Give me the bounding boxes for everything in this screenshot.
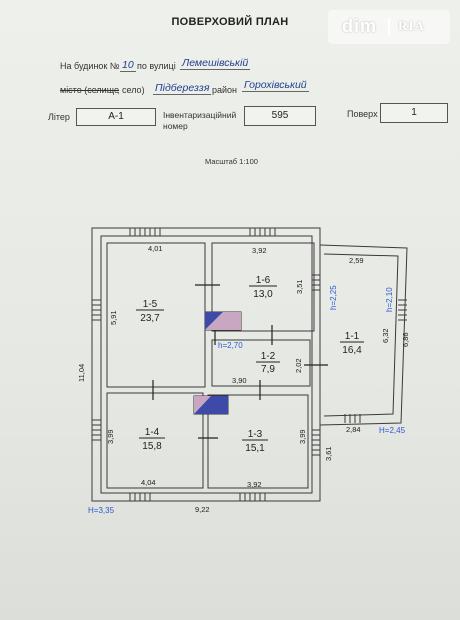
inventory-label-2: номер (163, 121, 188, 131)
settlement-label-struck: місто (селище (60, 85, 120, 95)
floor-field: 1 (380, 103, 448, 123)
window-markers (92, 228, 407, 501)
floor-value: 1 (411, 107, 417, 118)
watermark: dim RIA (328, 10, 450, 44)
room-area-1-3: 15,1 (245, 443, 265, 454)
room-area-1-1: 16,4 (342, 345, 362, 356)
room-id-1-2: 1-2 (261, 351, 276, 362)
room-id-1-6: 1-6 (256, 275, 271, 286)
room-area-1-5: 23,7 (140, 313, 160, 324)
dim-2-02: 2,02 (294, 358, 303, 373)
room-outline-1-6 (211, 242, 315, 332)
settlement-name: Підбереззя (153, 82, 212, 95)
dim-4-01: 4,01 (148, 244, 163, 253)
street-name: Лемешівській (180, 57, 251, 70)
room-outline-1-2 (211, 339, 311, 387)
inner-wall-outline (100, 235, 313, 494)
room-outline-1-4 (106, 392, 204, 489)
watermark-divider (388, 18, 390, 36)
dim-3-61: 3,61 (324, 446, 333, 461)
room-outline-1-3 (207, 394, 309, 489)
height-3-35: H=3,35 (88, 506, 115, 515)
dim-2-59: 2,59 (349, 256, 364, 265)
dim-4-04: 4,04 (141, 478, 156, 487)
house-label: На будинок № (60, 61, 120, 71)
dim-3-99-right: 3,99 (298, 429, 307, 444)
liter-label: Літер (48, 112, 70, 122)
watermark-brand-left: dim (342, 16, 378, 36)
room-area-1-6: 13,0 (253, 289, 273, 300)
district-label: район (212, 85, 238, 95)
annex-inner-wall (323, 253, 399, 417)
height-2-10: h=2,10 (385, 287, 394, 312)
room-id-1-1: 1-1 (345, 331, 360, 342)
dim-11-04: 11,04 (77, 364, 86, 382)
dim-6-32: 6,32 (381, 328, 390, 343)
height-2-25: h=2,25 (329, 285, 338, 310)
liter-value: А-1 (108, 111, 124, 122)
height-2-70: h=2,70 (218, 341, 243, 350)
room-id-1-4: 1-4 (145, 427, 160, 438)
dim-2-84: 2,84 (346, 425, 361, 434)
dim-5-91: 5,91 (109, 310, 118, 325)
dim-9-22: 9,22 (195, 505, 210, 514)
room-area-1-4: 15,8 (142, 441, 162, 452)
inventory-value: 595 (271, 110, 289, 121)
dim-6-86: 6,86 (401, 332, 410, 347)
district-name: Горохівський (242, 79, 309, 92)
floor-label: Поверх (347, 109, 378, 119)
dim-3-99-left: 3,99 (106, 429, 115, 444)
liter-field: А-1 (76, 108, 156, 126)
dim-3-51: 3,51 (295, 279, 304, 294)
dim-3-92-bottom: 3,92 (247, 480, 262, 489)
scale-label: Масштаб 1:100 (205, 157, 258, 166)
annex-outer-wall (319, 244, 408, 426)
dim-3-90: 3,90 (232, 376, 247, 385)
height-2-45: H=2,45 (379, 426, 406, 435)
stove-upper (204, 311, 242, 331)
dim-3-92-top: 3,92 (252, 246, 267, 255)
inventory-field: 595 (244, 106, 316, 126)
street-label: по вулиці (137, 61, 176, 71)
page-title: ПОВЕРХОВИЙ ПЛАН (171, 16, 289, 28)
stove-lower (193, 395, 229, 415)
outer-wall-outline (91, 227, 321, 502)
settlement-label: , село) (117, 85, 145, 95)
room-area-1-2: 7,9 (261, 364, 275, 375)
house-number: 10 (120, 59, 136, 72)
room-id-1-3: 1-3 (248, 429, 263, 440)
inventory-label-1: Інвентаризаційний (163, 110, 237, 120)
door-markers (152, 284, 328, 439)
watermark-brand-right: RIA (398, 18, 425, 33)
room-id-1-5: 1-5 (143, 299, 158, 310)
